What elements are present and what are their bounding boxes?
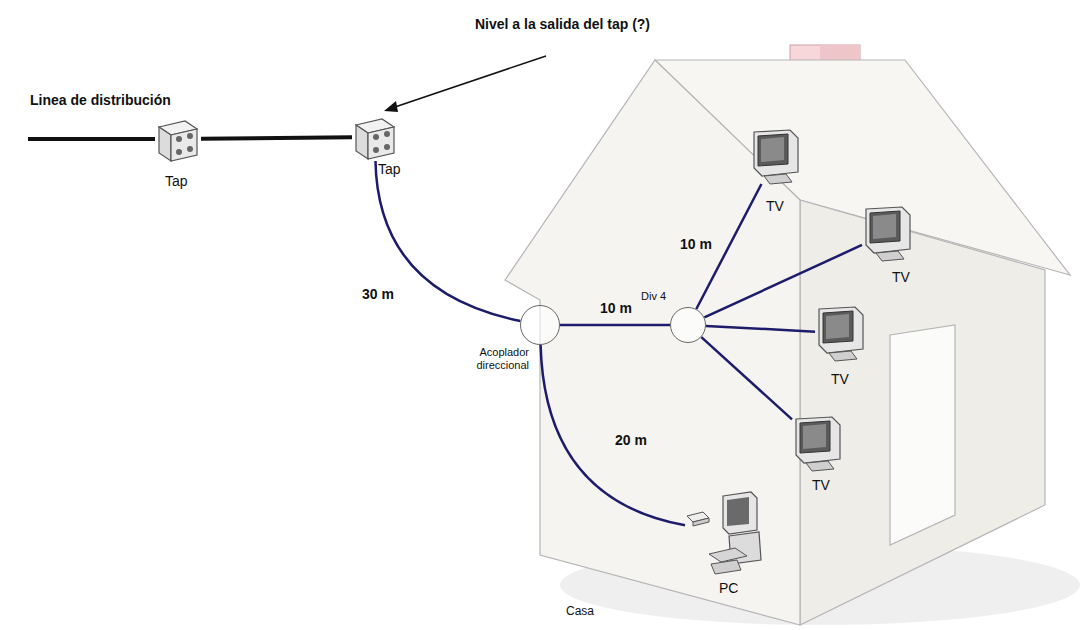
tap-icon	[155, 115, 201, 163]
tv-icon	[862, 205, 914, 261]
coax-cable	[706, 326, 815, 332]
side-wall	[800, 200, 1045, 625]
distribution-cable	[201, 137, 352, 139]
node-label: PC	[719, 580, 738, 596]
node-label: Div 4	[641, 290, 666, 302]
coax-cable	[541, 345, 685, 525]
callout-note: Nivel a la salida del tap (?)	[470, 16, 655, 32]
node-label: TV	[831, 371, 849, 387]
splitter-circle: Div 4	[670, 307, 706, 343]
tv-icon	[750, 128, 802, 184]
length-label: 10 m	[600, 300, 632, 316]
node-label: TV	[812, 477, 830, 493]
tv-box: TV	[792, 415, 844, 471]
coax-cable	[704, 245, 862, 318]
tap-box: Tap	[155, 115, 201, 163]
house-label: Casa	[566, 604, 626, 618]
length-label: 20 m	[615, 432, 647, 448]
length-label: 10 m	[680, 236, 712, 252]
node-label: Acoplador direccional	[459, 346, 529, 372]
node-label: TV	[892, 269, 910, 285]
tap-box: Tap	[352, 113, 398, 161]
tv-box: TV	[815, 305, 867, 361]
tap-icon	[352, 113, 398, 161]
pc-box: PC	[685, 490, 765, 575]
coax-cable	[701, 337, 792, 419]
leader-line	[392, 56, 546, 108]
coax-cable	[375, 161, 520, 321]
tv-icon	[815, 305, 867, 361]
tv-icon	[792, 415, 844, 471]
node-label: Tap	[165, 173, 188, 189]
leader-arrowhead	[384, 101, 398, 112]
door	[890, 325, 955, 545]
tv-box: TV	[750, 128, 802, 184]
pc-icon	[685, 490, 765, 575]
node-label: Tap	[378, 161, 401, 177]
coupler-circle: Acoplador direccional	[520, 305, 560, 345]
node-label: TV	[766, 198, 784, 214]
front-wall	[505, 60, 800, 625]
tv-box: TV	[862, 205, 914, 261]
distribution-line	[28, 137, 155, 141]
length-label: 30 m	[362, 286, 394, 302]
line-label: Linea de distribución	[30, 92, 230, 108]
coax-cable	[560, 324, 670, 327]
